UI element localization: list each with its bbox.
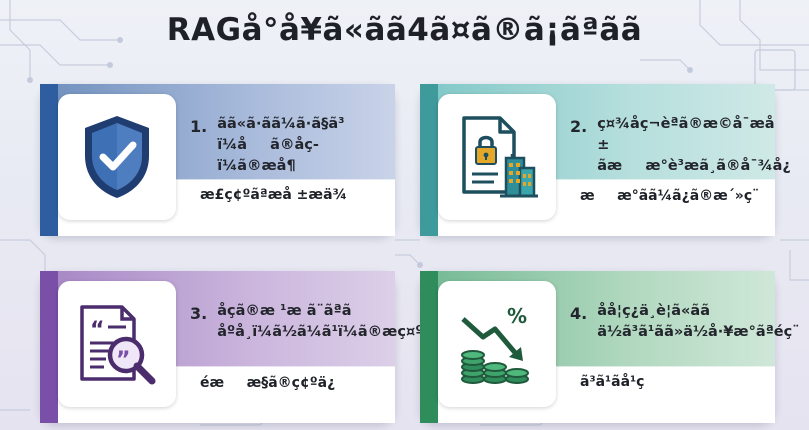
merit-card-3: “ ” 3. åç­ã®æ ¹æ ã¨ãªã åºå¸ï¼ã½ã¼ã¹ï¼ã®æ… bbox=[40, 271, 423, 423]
page-title: RAGå°å¥ã«ãã4ã¤ã®ã¡ãªãã bbox=[166, 12, 643, 48]
card-number: 3. bbox=[190, 304, 208, 323]
card-heading-text: åç­ã®æ ¹æ ã¨ãªã åºå¸ï¼ã½ã¼ã¹ï¼ã®æç¤º bbox=[217, 303, 424, 340]
merit-card-4: % 4. åå­¦ç¿ä¸è¦ã«ãã ä½ã³ã¹ãã»ä½å·¥æ°ãªéç… bbox=[420, 271, 799, 423]
card-heading: 2. ç¤¾åç¬èªã®æ©å¯æå ± ãææ°è³æã¸ã®å¯¾å¿ bbox=[570, 114, 791, 177]
card-subtext: éææ§ã®ç¢ºä¿ bbox=[200, 375, 336, 391]
card-heading-text: ç¤¾åç¬èªã®æ©å¯æå ± ãææ°è³æã¸ã®å¯¾å¿ bbox=[597, 116, 791, 174]
svg-text:“: “ bbox=[90, 318, 104, 343]
merit-card-2: 2. ç¤¾åç¬èªã®æ©å¯æå ± ãææ°è³æã¸ã®å¯¾å¿… bbox=[420, 84, 791, 236]
svg-text:%: % bbox=[507, 304, 527, 328]
card-subtext: ã³ã¹ãå¹ç bbox=[580, 374, 645, 390]
locked-document-building-icon bbox=[462, 116, 538, 198]
card-heading: 1. ãã«ã·ãã¼ã·ã§ã³ ï¼åã®åç­ï¼ã®æå¶ bbox=[190, 114, 387, 177]
card-heading-text: åå­¦ç¿ä¸è¦ã«ãã ä½ã³ã¹ãã»ä½å·¥æ°ãªéç¨ bbox=[597, 303, 800, 340]
card-accent-bar bbox=[420, 84, 438, 236]
card-number: 1. bbox=[190, 117, 208, 136]
card-subtext: æ­£ç¢ºãªæå ±æä¾ bbox=[200, 187, 348, 203]
card-accent-bar bbox=[420, 271, 438, 423]
card-number: 4. bbox=[570, 304, 588, 323]
card-accent-bar bbox=[40, 84, 58, 236]
merit-card-1: 1. ãã«ã·ãã¼ã·ã§ã³ ï¼åã®åç­ï¼ã®æå¶ æ­£ç… bbox=[40, 84, 395, 236]
svg-text:”: ” bbox=[116, 348, 130, 373]
card-subtext: ææ°ãã¼ã¿ã®æ´»ç¨ bbox=[580, 188, 760, 204]
card-icon-box: “ ” bbox=[58, 281, 176, 407]
card-icon-box: % bbox=[438, 281, 556, 407]
coins-down-arrow-percent-icon: % bbox=[461, 304, 529, 384]
card-number: 2. bbox=[570, 117, 588, 136]
card-icon-box bbox=[438, 94, 556, 220]
document-quote-magnifier-icon: “ ” bbox=[80, 305, 156, 385]
card-icon-box bbox=[58, 94, 176, 220]
card-heading-text: ãã«ã·ãã¼ã·ã§ã³ ï¼åã®åç­ï¼ã®æå¶ bbox=[217, 116, 345, 174]
card-heading: 4. åå­¦ç¿ä¸è¦ã«ãã ä½ã³ã¹ãã»ä½å·¥æ°ãªéç¨ bbox=[570, 301, 799, 343]
card-heading: 3. åç­ã®æ ¹æ ã¨ãªã åºå¸ï¼ã½ã¼ã¹ï¼ã®æç¤º bbox=[190, 301, 423, 343]
card-accent-bar bbox=[40, 271, 58, 423]
shield-check-icon bbox=[85, 116, 149, 198]
